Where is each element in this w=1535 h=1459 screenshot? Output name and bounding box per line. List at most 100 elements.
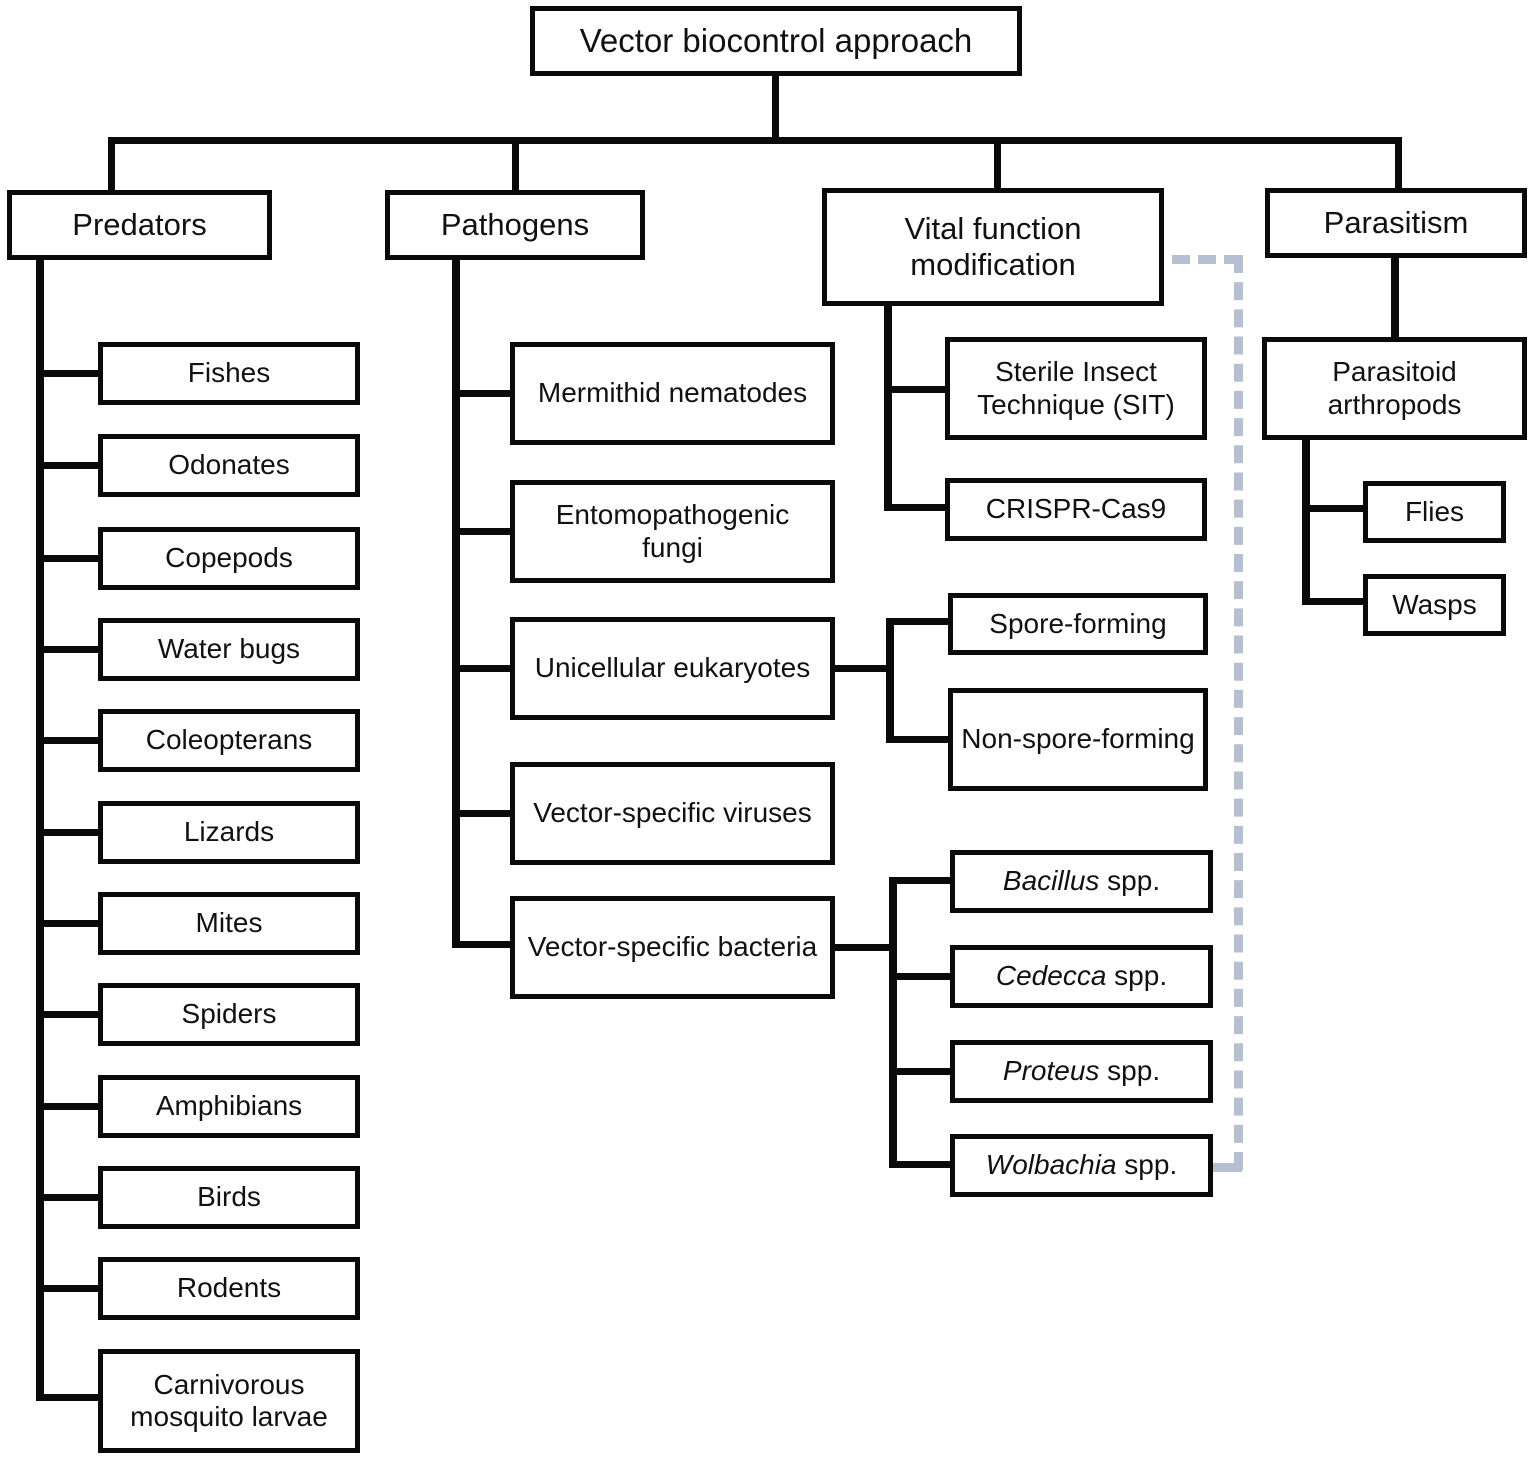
connector-unicellular-spine <box>886 618 894 743</box>
node-wolbachia-spp-label: Wolbachia spp. <box>963 1149 1200 1181</box>
node-crispr-cas9[interactable]: CRISPR-Cas9 <box>945 478 1207 541</box>
node-vector-specific-viruses-label: Vector-specific viruses <box>533 797 812 829</box>
genus-name-cedecca: Cedecca <box>995 960 1107 992</box>
node-non-spore-forming[interactable]: Non-spore-forming <box>948 688 1208 791</box>
node-proteus-spp-label: Proteus spp. <box>963 1055 1200 1087</box>
node-spiders-label: Spiders <box>181 998 277 1030</box>
node-bacillus-spp[interactable]: Bacillus spp. <box>950 850 1213 913</box>
node-mermithid-nematodes[interactable]: Mermithid nematodes <box>510 342 835 445</box>
connector-pathogens-stub-1 <box>452 390 514 397</box>
connector-unicellular-stub-1 <box>886 618 950 625</box>
connector-bacteria-stub-3 <box>889 1068 953 1075</box>
node-sterile-insect-technique[interactable]: Sterile Insect Technique (SIT) <box>945 337 1207 440</box>
connector-predators-stub-4 <box>36 646 100 653</box>
node-vector-specific-viruses[interactable]: Vector-specific viruses <box>510 762 835 865</box>
node-rodents[interactable]: Rodents <box>98 1257 360 1320</box>
node-fishes[interactable]: Fishes <box>98 342 360 405</box>
node-parasitoid-arthropods[interactable]: Parasitoid arthropods <box>1262 337 1527 440</box>
node-water-bugs-label: Water bugs <box>157 633 301 665</box>
node-lizards-label: Lizards <box>183 816 275 848</box>
connector-predators-stub-8 <box>36 1011 100 1018</box>
connector-top-bus <box>108 137 1402 144</box>
node-birds[interactable]: Birds <box>98 1166 360 1229</box>
node-spore-forming-label: Spore-forming <box>989 607 1167 639</box>
node-cedecca-spp[interactable]: Cedecca spp. <box>950 945 1213 1008</box>
connector-parasitoid-stub-1 <box>1302 505 1366 512</box>
node-copepods[interactable]: Copepods <box>98 527 360 590</box>
connector-predators-stub-7 <box>36 920 100 927</box>
node-vital-function-modification[interactable]: Vital function modification <box>822 188 1164 306</box>
node-sterile-insect-technique-label: Sterile Insect Technique (SIT) <box>977 356 1175 420</box>
node-vital-function-modification-label: Vital function modification <box>904 211 1082 282</box>
node-carnivorous-mosquito-larvae-label: Carnivorous mosquito larvae <box>130 1368 328 1432</box>
connector-predators-stub-3 <box>36 555 100 562</box>
genus-name-bacillus: Bacillus <box>1002 865 1100 897</box>
node-entomopathogenic-fungi-label: Entomopathogenic fungi <box>555 499 790 563</box>
genus-name-wolbachia: Wolbachia <box>985 1149 1117 1181</box>
node-carnivorous-mosquito-larvae[interactable]: Carnivorous mosquito larvae <box>98 1349 360 1453</box>
dashed-link-vertical-segment <box>1234 255 1243 1170</box>
node-coleopterans[interactable]: Coleopterans <box>98 709 360 772</box>
connector-pathogens-stub-5 <box>452 941 514 948</box>
node-wolbachia-spp[interactable]: Wolbachia spp. <box>950 1134 1213 1197</box>
node-vector-specific-bacteria[interactable]: Vector-specific bacteria <box>510 896 835 999</box>
connector-pathogens-stub-2 <box>452 528 514 535</box>
node-parasitoid-arthropods-label: Parasitoid arthropods <box>1327 356 1462 420</box>
dashed-link-top-segment <box>1172 255 1242 264</box>
node-odonates-label: Odonates <box>168 449 290 481</box>
node-lizards[interactable]: Lizards <box>98 801 360 864</box>
suffix-cedecca: spp. <box>1106 960 1168 992</box>
node-mermithid-nematodes-label: Mermithid nematodes <box>537 377 808 409</box>
node-entomopathogenic-fungi[interactable]: Entomopathogenic fungi <box>510 480 835 583</box>
node-proteus-spp[interactable]: Proteus spp. <box>950 1040 1213 1103</box>
connector-predators-stub-2 <box>36 462 100 469</box>
node-spiders[interactable]: Spiders <box>98 983 360 1046</box>
connector-predators-stub-6 <box>36 829 100 836</box>
connector-drop-pathogens <box>512 137 519 193</box>
node-bacillus-spp-label: Bacillus spp. <box>963 865 1200 897</box>
genus-name-proteus: Proteus <box>1002 1055 1100 1087</box>
connector-bacteria-stub-2 <box>889 973 953 980</box>
connector-bacteria-link <box>833 944 893 951</box>
connector-predators-stub-1 <box>36 370 100 377</box>
connector-parasitoid-spine <box>1302 437 1310 605</box>
connector-pathogens-stub-4 <box>452 810 514 817</box>
connector-bacteria-spine <box>889 877 897 1168</box>
node-unicellular-eukaryotes[interactable]: Unicellular eukaryotes <box>510 617 835 720</box>
connector-root-stem <box>772 76 779 140</box>
node-copepods-label: Copepods <box>165 542 293 574</box>
suffix-proteus: spp. <box>1099 1055 1161 1087</box>
node-wasps[interactable]: Wasps <box>1363 574 1506 636</box>
connector-pathogens-spine <box>452 258 460 948</box>
connector-bacteria-stub-1 <box>889 877 953 884</box>
node-vector-specific-bacteria-label: Vector-specific bacteria <box>527 931 818 963</box>
node-odonates[interactable]: Odonates <box>98 434 360 497</box>
node-fishes-label: Fishes <box>187 357 271 389</box>
connector-bacteria-stub-4 <box>889 1161 953 1168</box>
node-parasitism-label: Parasitism <box>1323 205 1469 241</box>
connector-predators-stub-11 <box>36 1285 100 1292</box>
connector-drop-vital <box>994 137 1001 193</box>
node-pathogens[interactable]: Pathogens <box>385 190 645 260</box>
connector-vital-spine <box>884 305 892 511</box>
node-unicellular-eukaryotes-label: Unicellular eukaryotes <box>534 652 811 684</box>
connector-predators-stub-5 <box>36 737 100 744</box>
node-birds-label: Birds <box>197 1181 261 1213</box>
node-parasitism[interactable]: Parasitism <box>1265 188 1527 258</box>
node-spore-forming[interactable]: Spore-forming <box>948 593 1208 655</box>
node-amphibians[interactable]: Amphibians <box>98 1075 360 1138</box>
node-predators[interactable]: Predators <box>7 190 272 260</box>
node-flies[interactable]: Flies <box>1363 481 1506 543</box>
node-root-label: Vector biocontrol approach <box>579 21 973 59</box>
connector-parasitoid-stub-2 <box>1302 598 1366 605</box>
node-root[interactable]: Vector biocontrol approach <box>530 6 1022 76</box>
node-predators-label: Predators <box>72 207 207 243</box>
connector-unicellular-link <box>833 665 891 672</box>
connector-vital-stub-2 <box>884 504 948 511</box>
node-non-spore-forming-label: Non-spore-forming <box>961 723 1195 755</box>
node-rodents-label: Rodents <box>176 1272 282 1304</box>
node-cedecca-spp-label: Cedecca spp. <box>963 960 1200 992</box>
node-water-bugs[interactable]: Water bugs <box>98 618 360 681</box>
node-mites[interactable]: Mites <box>98 892 360 955</box>
